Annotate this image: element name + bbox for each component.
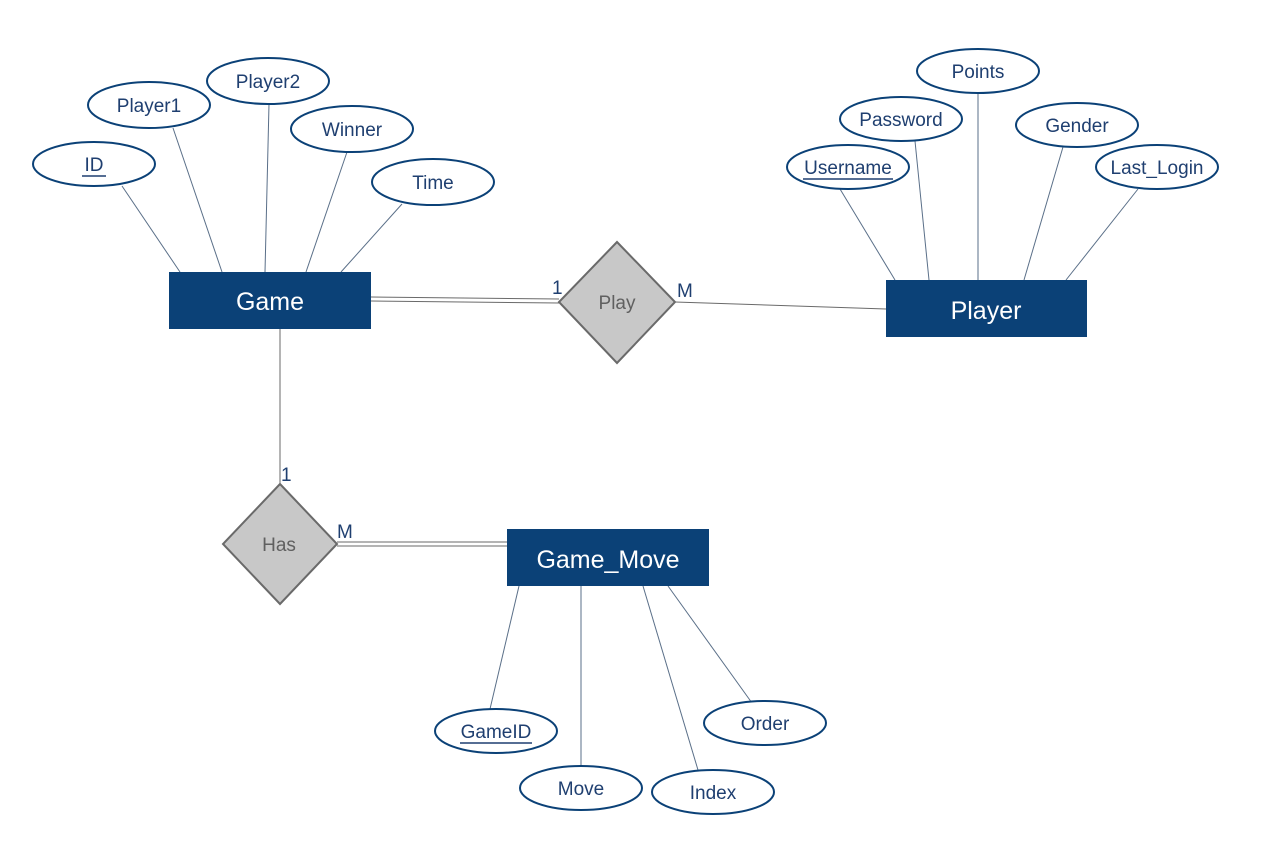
entity-player-label: Player (951, 297, 1022, 325)
attribute-move-move-label: Move (558, 779, 604, 800)
attribute-ellipse (32, 141, 156, 187)
attribute-game-time[interactable]: Time (371, 158, 495, 206)
entity-player-box (886, 280, 1087, 337)
attribute-player-password-label: Password (859, 110, 942, 131)
attribute-ellipse (434, 708, 558, 754)
attribute-player-gender[interactable]: Gender (1015, 102, 1139, 148)
attribute-move-index[interactable]: Index (651, 769, 775, 815)
line-game-player1 (172, 127, 223, 273)
attribute-ellipse (839, 96, 963, 142)
connectors (121, 93, 1139, 771)
attribute-game-winner[interactable]: Winner (290, 105, 414, 153)
attribute-player-points-label: Points (952, 62, 1005, 83)
attribute-game-time-label: Time (412, 173, 454, 194)
attribute-ellipse (1015, 102, 1139, 148)
relationship-play[interactable]: Play (557, 240, 677, 365)
attribute-ellipse (206, 57, 330, 105)
attribute-player-last-login[interactable]: Last_Login (1095, 144, 1219, 190)
attribute-move-order[interactable]: Order (703, 700, 827, 746)
cardinality-play-player: M (677, 281, 693, 302)
line-game-play-a (370, 296, 560, 300)
line-game-player2 (264, 103, 270, 273)
relationship-has[interactable]: Has (221, 482, 339, 606)
entity-game-label: Game (236, 288, 304, 316)
relationship-has-label: Has (262, 535, 296, 556)
attribute-player-gender-label: Gender (1045, 116, 1109, 137)
attribute-move-gameid[interactable]: GameID (434, 708, 558, 754)
attribute-move-gameid-label: GameID (461, 722, 532, 743)
line-player-username (839, 188, 896, 281)
entity-game[interactable]: Game (169, 272, 371, 329)
attribute-ellipse (703, 700, 827, 746)
entity-game-move-label: Game_Move (536, 546, 679, 574)
attribute-game-winner-label: Winner (322, 120, 383, 141)
relationship-has-diamond (221, 482, 339, 606)
attribute-ellipse (290, 105, 414, 153)
attribute-ellipse (786, 144, 910, 190)
relationship-play-diamond (557, 240, 677, 365)
attribute-game-player1-label: Player1 (117, 96, 181, 117)
cardinality-has-move: M (337, 522, 353, 543)
attribute-player-last-login-label: Last_Login (1111, 158, 1204, 179)
attribute-player-username-label: Username (804, 158, 892, 179)
attribute-ellipse (1095, 144, 1219, 190)
line-game-winner (305, 151, 348, 273)
attribute-ellipse (87, 81, 211, 129)
cardinality-has-game: 1 (281, 465, 292, 486)
line-move-order (667, 585, 753, 704)
line-move-gameid (489, 585, 520, 710)
attribute-player-password[interactable]: Password (839, 96, 963, 142)
attribute-game-player1[interactable]: Player1 (87, 81, 211, 129)
attribute-game-id-label: ID (85, 155, 104, 176)
attribute-game-player2-label: Player2 (236, 72, 300, 93)
attribute-move-index-label: Index (690, 783, 737, 804)
entity-game-move[interactable]: Game_Move (507, 529, 709, 586)
attribute-move-move[interactable]: Move (519, 765, 643, 811)
entity-player[interactable]: Player (886, 280, 1087, 337)
entity-game-box (169, 272, 371, 329)
attribute-ellipse (651, 769, 775, 815)
line-player-gender (1023, 146, 1064, 281)
attribute-ellipse (519, 765, 643, 811)
attribute-ellipse (916, 48, 1040, 94)
line-game-play-b (370, 300, 560, 304)
line-player-lastlogin (1065, 188, 1139, 281)
line-game-time (340, 203, 403, 273)
cardinality-play-game: 1 (552, 278, 563, 299)
relationship-connectors (279, 296, 887, 547)
attribute-move-order-label: Order (741, 714, 790, 735)
attribute-player-username[interactable]: Username (786, 144, 910, 190)
line-player-password (914, 140, 930, 281)
attribute-player-points[interactable]: Points (916, 48, 1040, 94)
line-play-player (674, 301, 887, 310)
relationship-play-label: Play (599, 293, 636, 314)
attribute-game-id[interactable]: ID (32, 141, 156, 187)
line-move-index (642, 585, 699, 771)
attribute-game-player2[interactable]: Player2 (206, 57, 330, 105)
attribute-ellipse (371, 158, 495, 206)
entity-game-move-box (507, 529, 709, 586)
line-game-id (121, 185, 181, 273)
